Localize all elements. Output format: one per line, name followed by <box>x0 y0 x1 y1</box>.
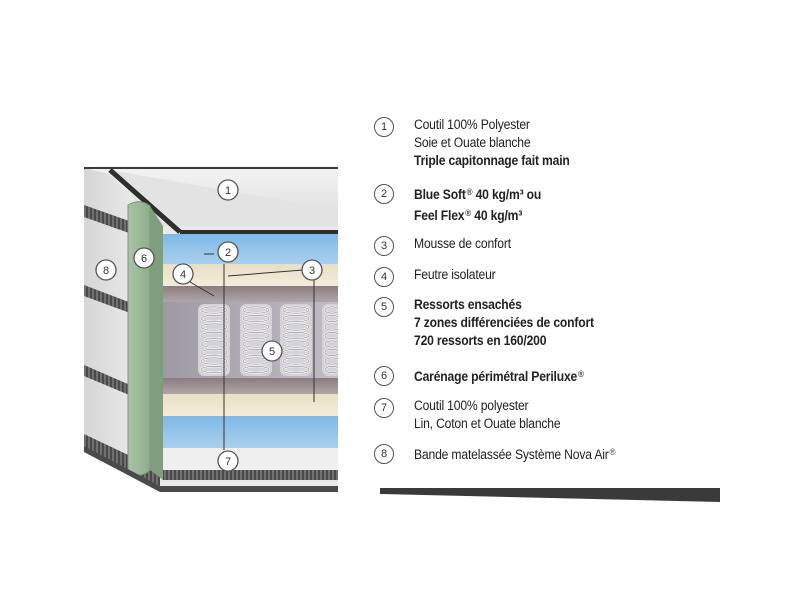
perimeter-carenage-side <box>150 206 163 480</box>
spring-coil <box>200 357 228 365</box>
legend-item-4: 4 Feutre isolateur <box>374 266 505 287</box>
legend-text: Blue Soft <box>414 187 466 202</box>
svg-text:5: 5 <box>269 346 275 358</box>
legend-item-1: 1 Coutil 100% Polyester Soie et Ouate bl… <box>374 116 587 170</box>
diagram-marker-7: 7 <box>217 450 239 472</box>
registered-mark: ® <box>465 208 472 218</box>
top-edge-piping <box>108 168 182 234</box>
layer-felt-top <box>163 286 338 302</box>
spring-coil <box>200 323 228 331</box>
spring-coil <box>282 357 310 365</box>
registered-mark: ® <box>578 369 584 379</box>
spring-coil <box>200 365 228 373</box>
layer-comfort-foam-top <box>163 264 338 286</box>
diagram-marker-5: 5 <box>261 340 283 362</box>
svg-text:7: 7 <box>225 456 231 468</box>
legend-text: Bande matelassée Système Nova Air <box>414 447 609 462</box>
layer-felt-bottom <box>163 378 338 394</box>
diagram-marker-1: 1 <box>217 179 239 201</box>
legend-text: Ressorts ensachés <box>414 297 522 312</box>
svg-text:1: 1 <box>225 185 231 197</box>
registered-mark: ® <box>466 187 473 197</box>
spring-coil <box>242 365 270 373</box>
spring-coil <box>242 323 270 331</box>
spring-coil <box>242 331 270 339</box>
diagram-marker-6: 6 <box>133 247 155 269</box>
spring-coil <box>282 365 310 373</box>
spring-coil <box>200 340 228 348</box>
legend: 1 Coutil 100% Polyester Soie et Ouate bl… <box>374 0 774 600</box>
svg-text:8: 8 <box>103 265 109 277</box>
legend-text: 40 kg/m³ <box>474 208 523 223</box>
diagram-marker-8: 8 <box>95 259 117 281</box>
shadow-bar <box>380 488 720 502</box>
legend-text: Feel Flex <box>414 208 465 223</box>
legend-item-2: 2 Blue Soft® 40 kg/m³ ou Feel Flex® 40 k… <box>374 183 555 225</box>
diagram-marker-2: 2 <box>217 241 239 263</box>
spring-coil <box>282 306 310 314</box>
legend-item-6: 6 Carénage périmétral Periluxe® <box>374 365 603 386</box>
spring-coil <box>242 306 270 314</box>
legend-text: Coutil 100% polyester <box>414 398 529 413</box>
legend-number: 5 <box>374 297 394 317</box>
svg-text:2: 2 <box>225 247 231 259</box>
legend-text: Coutil 100% Polyester <box>414 117 530 132</box>
legend-number: 8 <box>374 444 394 464</box>
legend-number: 2 <box>374 184 394 204</box>
spring-coil <box>282 314 310 322</box>
legend-item-7: 7 Coutil 100% polyester Lin, Coton et Ou… <box>374 397 577 433</box>
legend-number: 3 <box>374 236 394 256</box>
registered-mark: ® <box>609 447 616 457</box>
spring-coil <box>200 306 228 314</box>
base-edge <box>84 446 338 492</box>
spring-coil <box>200 331 228 339</box>
svg-text:6: 6 <box>141 253 147 265</box>
layer-comfort-foam-bottom <box>163 394 338 416</box>
spring-coil <box>200 314 228 322</box>
spring-coil <box>282 331 310 339</box>
legend-text: Feutre isolateur <box>414 267 496 282</box>
legend-text: Lin, Coton et Ouate blanche <box>414 416 561 431</box>
legend-number: 4 <box>374 267 394 287</box>
spring-coil <box>282 348 310 356</box>
bottom-edge-piping <box>163 470 338 480</box>
spring-coil <box>282 323 310 331</box>
legend-text: Triple capitonnage fait main <box>414 153 570 168</box>
spring-coil <box>242 314 270 322</box>
legend-number: 1 <box>374 117 394 137</box>
legend-text: 720 ressorts en 160/200 <box>414 333 547 348</box>
spring-coil <box>282 340 310 348</box>
layer-blue-soft-top <box>163 234 338 264</box>
leader-lines <box>189 253 315 450</box>
layer-bottom-quilt <box>163 448 338 470</box>
diagram-marker-3: 3 <box>301 259 323 281</box>
legend-number: 7 <box>374 398 394 418</box>
legend-number: 6 <box>374 366 394 386</box>
legend-text: Soie et Ouate blanche <box>414 135 531 150</box>
legend-text: Mousse de confort <box>414 236 511 251</box>
legend-text: Carénage périmétral Periluxe <box>414 369 578 384</box>
perimeter-carenage <box>127 201 151 476</box>
legend-text: 7 zones différenciées de confort <box>414 315 594 330</box>
spring-coil <box>200 348 228 356</box>
svg-text:4: 4 <box>180 269 186 281</box>
floor-shade <box>338 166 420 500</box>
legend-item-5: 5 Ressorts ensachés 7 zones différenciée… <box>374 296 614 350</box>
diagram-marker-4: 4 <box>172 263 194 285</box>
layer-blue-soft-bottom <box>163 416 338 448</box>
legend-item-8: 8 Bande matelassée Système Nova Air® <box>374 443 638 464</box>
legend-item-3: 3 Mousse de confort <box>374 235 522 256</box>
legend-text: 40 kg/m³ ou <box>475 187 542 202</box>
svg-text:3: 3 <box>309 265 315 277</box>
